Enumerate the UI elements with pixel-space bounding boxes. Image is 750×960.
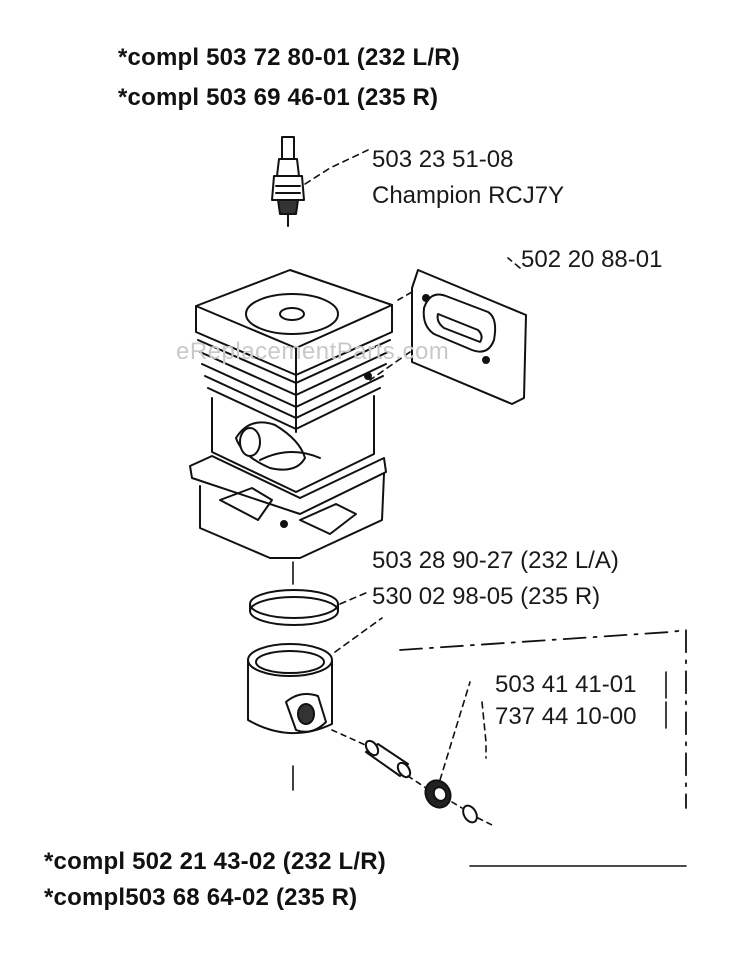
leader-gasket [397,291,413,301]
gasket-part-number: 502 20 88-01 [521,246,663,273]
gasket-drawing [411,269,527,405]
assembly-bracket [399,629,687,809]
leader-piston [334,617,383,653]
leader-pin-2 [407,775,427,789]
leader-gasket-2 [369,351,411,381]
leader-bearing-right [451,801,463,809]
assembly-bracket-inner [481,701,487,759]
piston-ring-drawing [249,589,339,626]
piston-pin-drawing [364,739,412,779]
piston-ring-part-number-1: 503 28 90-27 (232 L/A) [372,547,619,574]
piston-pin-part-number-1: 503 41 41-01 [495,671,637,698]
header-line-1: *compl 503 72 80-01 (232 L/R) [118,44,460,71]
footer-line-2: *compl503 68 64-02 (235 R) [44,884,358,911]
spark-plug-name: Champion RCJ7Y [372,182,565,209]
cylinder-drawing [189,269,393,559]
piston-ring-part-number-2: 530 02 98-05 (235 R) [372,583,601,610]
leader-ring [339,591,369,605]
footer-line-1: *compl 502 21 43-02 (232 L/R) [44,848,386,875]
circlip-drawing [462,804,478,824]
leader-pin [331,729,373,749]
piston-drawing [247,643,333,734]
leader-bearing-up [439,681,471,781]
leader-spark-plug [304,149,369,185]
piston-pin-part-number-2: 737 44 10-00 [495,703,637,730]
header-line-2: *compl 503 69 46-01 (235 R) [118,84,439,111]
watermark: eReplacementParts.com [176,338,450,365]
leader-circlip [477,817,495,827]
bearing-drawing [424,779,452,809]
spark-plug-drawing [271,136,305,227]
spark-plug-part-number: 503 23 51-08 [372,146,514,173]
leader-gasket-label [507,257,521,269]
